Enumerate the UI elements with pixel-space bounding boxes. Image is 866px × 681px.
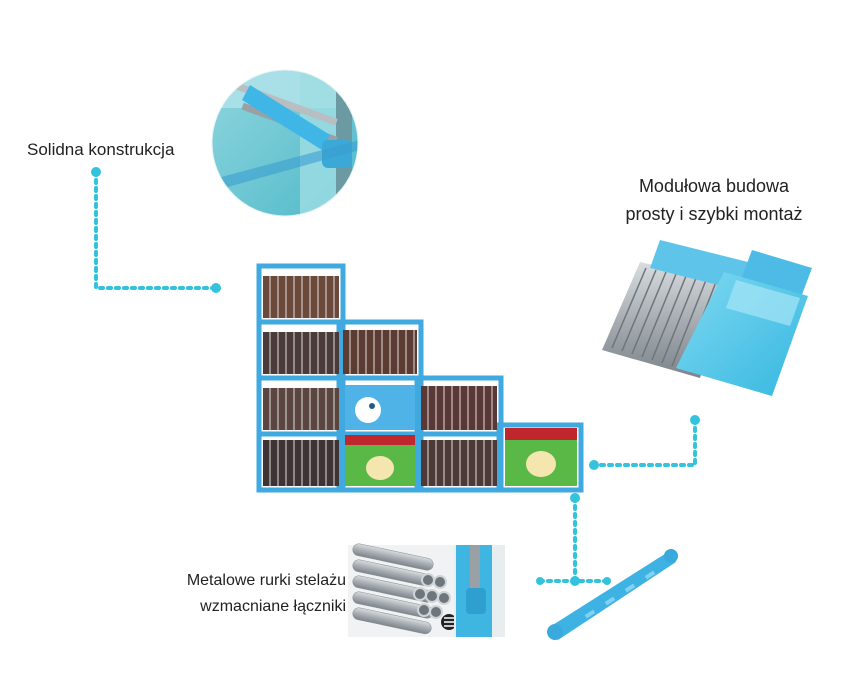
modular-text-line1: Modułowa budowa	[638, 176, 790, 196]
feature-label-construction: Solidna konstrukcja	[27, 137, 174, 163]
metal-pipes-image	[348, 543, 505, 637]
connector-line-pipes	[538, 496, 609, 583]
connector-closeup-image	[212, 70, 358, 216]
connector-piece-image	[547, 549, 678, 640]
modular-text-line2: prosty i szybki montaż	[625, 204, 803, 224]
bookshelf-image	[256, 263, 584, 493]
connector-line-modular	[592, 418, 697, 467]
feature-label-pipes: Metalowe rurki stelażu wzmacniane łączni…	[160, 568, 346, 620]
feature-label-modular: Modułowa budowa prosty i szybki montaż	[604, 172, 824, 228]
pipes-text-line1: Metalowe rurki stelażu	[186, 572, 346, 589]
pipes-text-line2: wzmacniane łączniki	[200, 598, 346, 615]
connector-dots	[91, 167, 700, 586]
connector-line-construction	[94, 170, 218, 290]
construction-text: Solidna konstrukcja	[27, 140, 175, 159]
modular-parts-image	[602, 240, 812, 396]
